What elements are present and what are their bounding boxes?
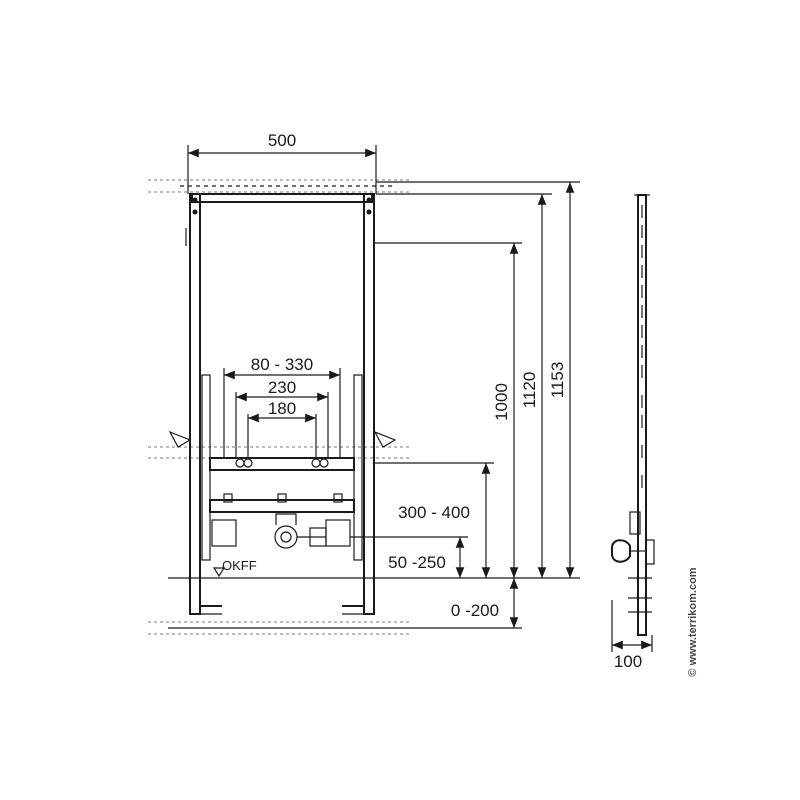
top-wall-band (148, 179, 410, 193)
height-1000: 1000 (492, 243, 519, 578)
height-0-200: 0 -200 (451, 578, 519, 628)
width-label: 500 (268, 131, 296, 150)
height-300-400: 300 - 400 (398, 463, 491, 578)
middle-wall-band (148, 430, 410, 459)
side-view-frame (611, 194, 655, 636)
connections-range-label: 80 - 330 (251, 355, 313, 374)
height-extension-lines (168, 181, 580, 629)
floor-marker-icon (212, 567, 226, 578)
height-1120-label: 1120 (520, 372, 539, 409)
floor-band (148, 621, 410, 635)
finished-floor-label: OKFF (222, 558, 257, 573)
height-0-200-label: 0 -200 (451, 601, 499, 620)
height-50-250: 50 -250 (388, 537, 465, 578)
height-50-250-label: 50 -250 (388, 553, 446, 572)
bidet-frame (185, 193, 375, 615)
height-1153-label: 1153 (548, 362, 567, 399)
side-depth-dimension: 100 (611, 600, 653, 671)
connections-mid-label: 230 (268, 378, 296, 397)
height-300-400-label: 300 - 400 (398, 503, 470, 522)
width-dimension: 500 (187, 131, 377, 194)
side-depth-label: 100 (614, 652, 642, 671)
connections-inner-label: 180 (268, 399, 296, 418)
height-1000-label: 1000 (492, 383, 511, 421)
height-1153: 1153 (548, 182, 575, 578)
connection-dimensions: 80 - 330 230 180 (223, 355, 341, 458)
credit-text: © www.terrikom.com (687, 567, 699, 676)
height-1120: 1120 (520, 194, 547, 578)
